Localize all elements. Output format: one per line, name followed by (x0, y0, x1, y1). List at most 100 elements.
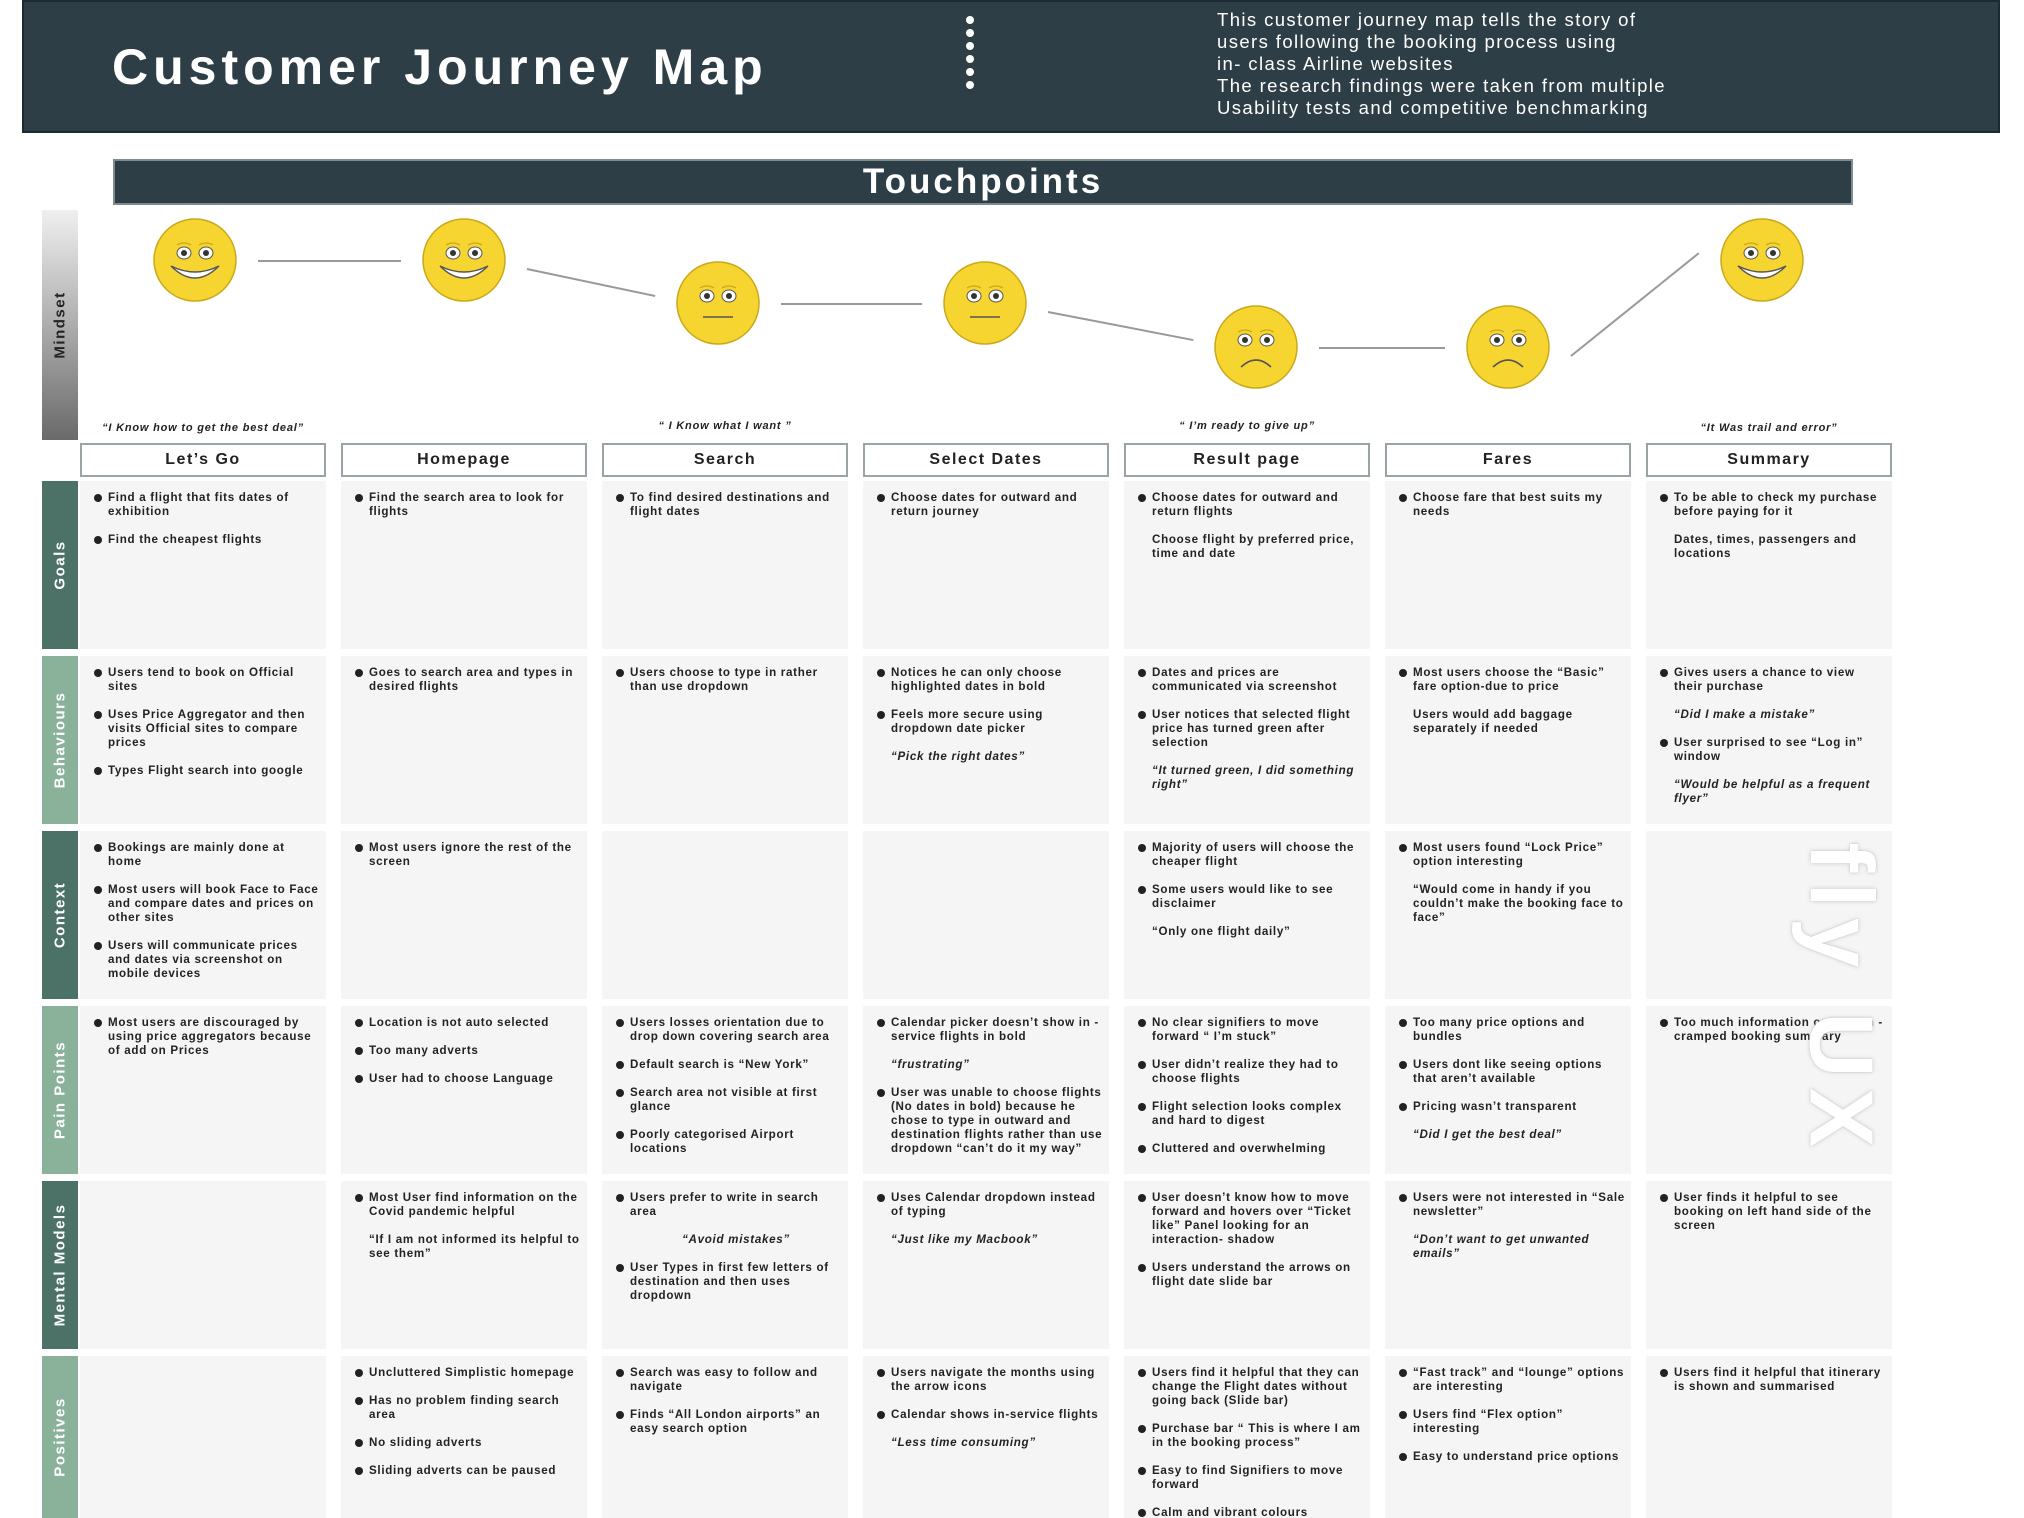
happy-face-icon (422, 218, 506, 302)
row-label-mental-models: Mental Models (42, 1181, 78, 1349)
description-line: Usability tests and competitive benchmar… (1217, 97, 1649, 118)
journey-cell (602, 831, 848, 999)
journey-cell (80, 1356, 326, 1518)
journey-cell: No clear signifiers to move forward “ I’… (1124, 1006, 1370, 1174)
mindset-quote: “ I Know what I want ” (658, 420, 792, 432)
journey-cell: Notices he can only choose highlighted d… (863, 656, 1109, 824)
bullet-point: Users understand the arrows on flight da… (1136, 1261, 1364, 1289)
journey-cell: Users choose to type in rather than use … (602, 656, 848, 824)
journey-cell: Choose dates for outward and return jour… (863, 481, 1109, 649)
description-line: in- class Airline websites (1217, 53, 1454, 74)
bullet-point: User notices that selected flight price … (1136, 708, 1364, 750)
mindset-connector-line (526, 268, 656, 297)
note-text: “Did I get the best deal” (1413, 1128, 1562, 1141)
watermark: fly UX (1790, 842, 1891, 1158)
bullet-point: Cluttered and overwhelming (1136, 1142, 1364, 1156)
journey-cell (1646, 831, 1892, 999)
row-label-text: Context (51, 881, 69, 949)
page-title: Customer Journey Map (112, 39, 768, 95)
bullet-point: Default search is “New York” (614, 1058, 842, 1072)
row-label-text: Positives (51, 1397, 69, 1477)
bullet-point: Location is not auto selected (353, 1016, 581, 1030)
bullet-point: Users find “Flex option” interesting (1397, 1408, 1625, 1436)
note-text: “Would be helpful as a frequent flyer” (1674, 778, 1871, 805)
stage-header-search: Search (602, 443, 848, 477)
bullet-point: Users were not interested in “Sale newsl… (1397, 1191, 1625, 1219)
journey-cell: Users find it helpful that they can chan… (1124, 1356, 1370, 1518)
mindset-connector-line (1319, 347, 1445, 349)
bullet-point: “Fast track” and “lounge” options are in… (1397, 1366, 1625, 1394)
bullet-point: Most User find information on the Covid … (353, 1191, 581, 1219)
note-text: “Did I make a mistake” (1674, 708, 1816, 721)
bullet-point: Uses Price Aggregator and then visits Of… (92, 708, 320, 750)
header-banner: Customer Journey Map This customer journ… (22, 0, 2000, 133)
bullet-point: Goes to search area and types in desired… (353, 666, 581, 694)
journey-cell: Most User find information on the Covid … (341, 1181, 587, 1349)
journey-cell: Users losses orientation due to drop dow… (602, 1006, 848, 1174)
mindset-connector-line (1047, 311, 1194, 341)
note-text: Users would add baggage separately if ne… (1413, 708, 1573, 735)
stage-header-summary: Summary (1646, 443, 1892, 477)
bullet-point: No clear signifiers to move forward “ I’… (1136, 1016, 1364, 1044)
bullet-point: Users find it helpful that itinerary is … (1658, 1366, 1886, 1394)
journey-cell: Find the search area to look for flights (341, 481, 587, 649)
vertical-dots-divider (964, 16, 976, 96)
journey-cell: Users prefer to write in search area“Avo… (602, 1181, 848, 1349)
journey-cell: Majority of users will choose the cheape… (1124, 831, 1370, 999)
stage-header-result-page: Result page (1124, 443, 1370, 477)
row-label-pain-points: Pain Points (42, 1006, 78, 1174)
note-text: “frustrating” (891, 1058, 970, 1071)
bullet-point: Most users found “Lock Price” option int… (1397, 841, 1625, 869)
journey-cell: To be able to check my purchase before p… (1646, 481, 1892, 649)
bullet-point: Has no problem finding search area (353, 1394, 581, 1422)
note-text: “Would come in handy if you couldn’t mak… (1413, 883, 1624, 924)
bullet-point: Users find it helpful that they can chan… (1136, 1366, 1364, 1408)
journey-cell: Dates and prices are communicated via sc… (1124, 656, 1370, 824)
bullet-point: Uncluttered Simplistic homepage (353, 1366, 581, 1380)
bullet-point: Pricing wasn’t transparent (1397, 1100, 1625, 1114)
journey-cell: To find desired destinations and flight … (602, 481, 848, 649)
bullet-point: Poorly categorised Airport locations (614, 1128, 842, 1156)
description-line: users following the booking process usin… (1217, 31, 1617, 52)
journey-cell: Uses Calendar dropdown instead of typing… (863, 1181, 1109, 1349)
bullet-point: No sliding adverts (353, 1436, 581, 1450)
bullet-point: Most users choose the “Basic” fare optio… (1397, 666, 1625, 694)
header-description: This customer journey map tells the stor… (1217, 9, 1917, 119)
bullet-point: Users choose to type in rather than use … (614, 666, 842, 694)
happy-face-icon (153, 218, 237, 302)
journey-cell: Goes to search area and types in desired… (341, 656, 587, 824)
bullet-point: Too many adverts (353, 1044, 581, 1058)
bullet-point: User finds it helpful to see booking on … (1658, 1191, 1886, 1233)
bullet-point: Notices he can only choose highlighted d… (875, 666, 1103, 694)
journey-cell (863, 831, 1109, 999)
bullet-point: Find the cheapest flights (92, 533, 320, 547)
bullet-point: Most users ignore the rest of the screen (353, 841, 581, 869)
note-text: Choose flight by preferred price, time a… (1152, 533, 1355, 560)
journey-cell: Users navigate the months using the arro… (863, 1356, 1109, 1518)
bullet-point: Search area not visible at first glance (614, 1086, 842, 1114)
bullet-point: Easy to find Signifiers to move forward (1136, 1464, 1364, 1492)
bullet-point: Choose dates for outward and return flig… (1136, 491, 1364, 519)
bullet-point: Uses Calendar dropdown instead of typing (875, 1191, 1103, 1219)
bullet-point: User had to choose Language (353, 1072, 581, 1086)
bullet-point: Users losses orientation due to drop dow… (614, 1016, 842, 1044)
bullet-point: Types Flight search into google (92, 764, 320, 778)
mindset-connector-line (1570, 252, 1700, 357)
note-text: “If I am not informed its helpful to see… (369, 1233, 580, 1260)
journey-cell (80, 1181, 326, 1349)
row-label-mindset: Mindset (42, 210, 78, 440)
bullet-point: User doesn’t know how to move forward an… (1136, 1191, 1364, 1247)
journey-cell: Users were not interested in “Sale newsl… (1385, 1181, 1631, 1349)
bullet-point: Too much information on screen - cramped… (1658, 1016, 1886, 1044)
bullet-point: Bookings are mainly done at home (92, 841, 320, 869)
bullet-point: Find a flight that fits dates of exhibit… (92, 491, 320, 519)
note-text: “Just like my Macbook” (891, 1233, 1038, 1246)
stage-header-select-dates: Select Dates (863, 443, 1109, 477)
journey-cell: Choose fare that best suits my needs (1385, 481, 1631, 649)
note-text: “Only one flight daily” (1152, 925, 1291, 938)
bullet-point: Flight selection looks complex and hard … (1136, 1100, 1364, 1128)
